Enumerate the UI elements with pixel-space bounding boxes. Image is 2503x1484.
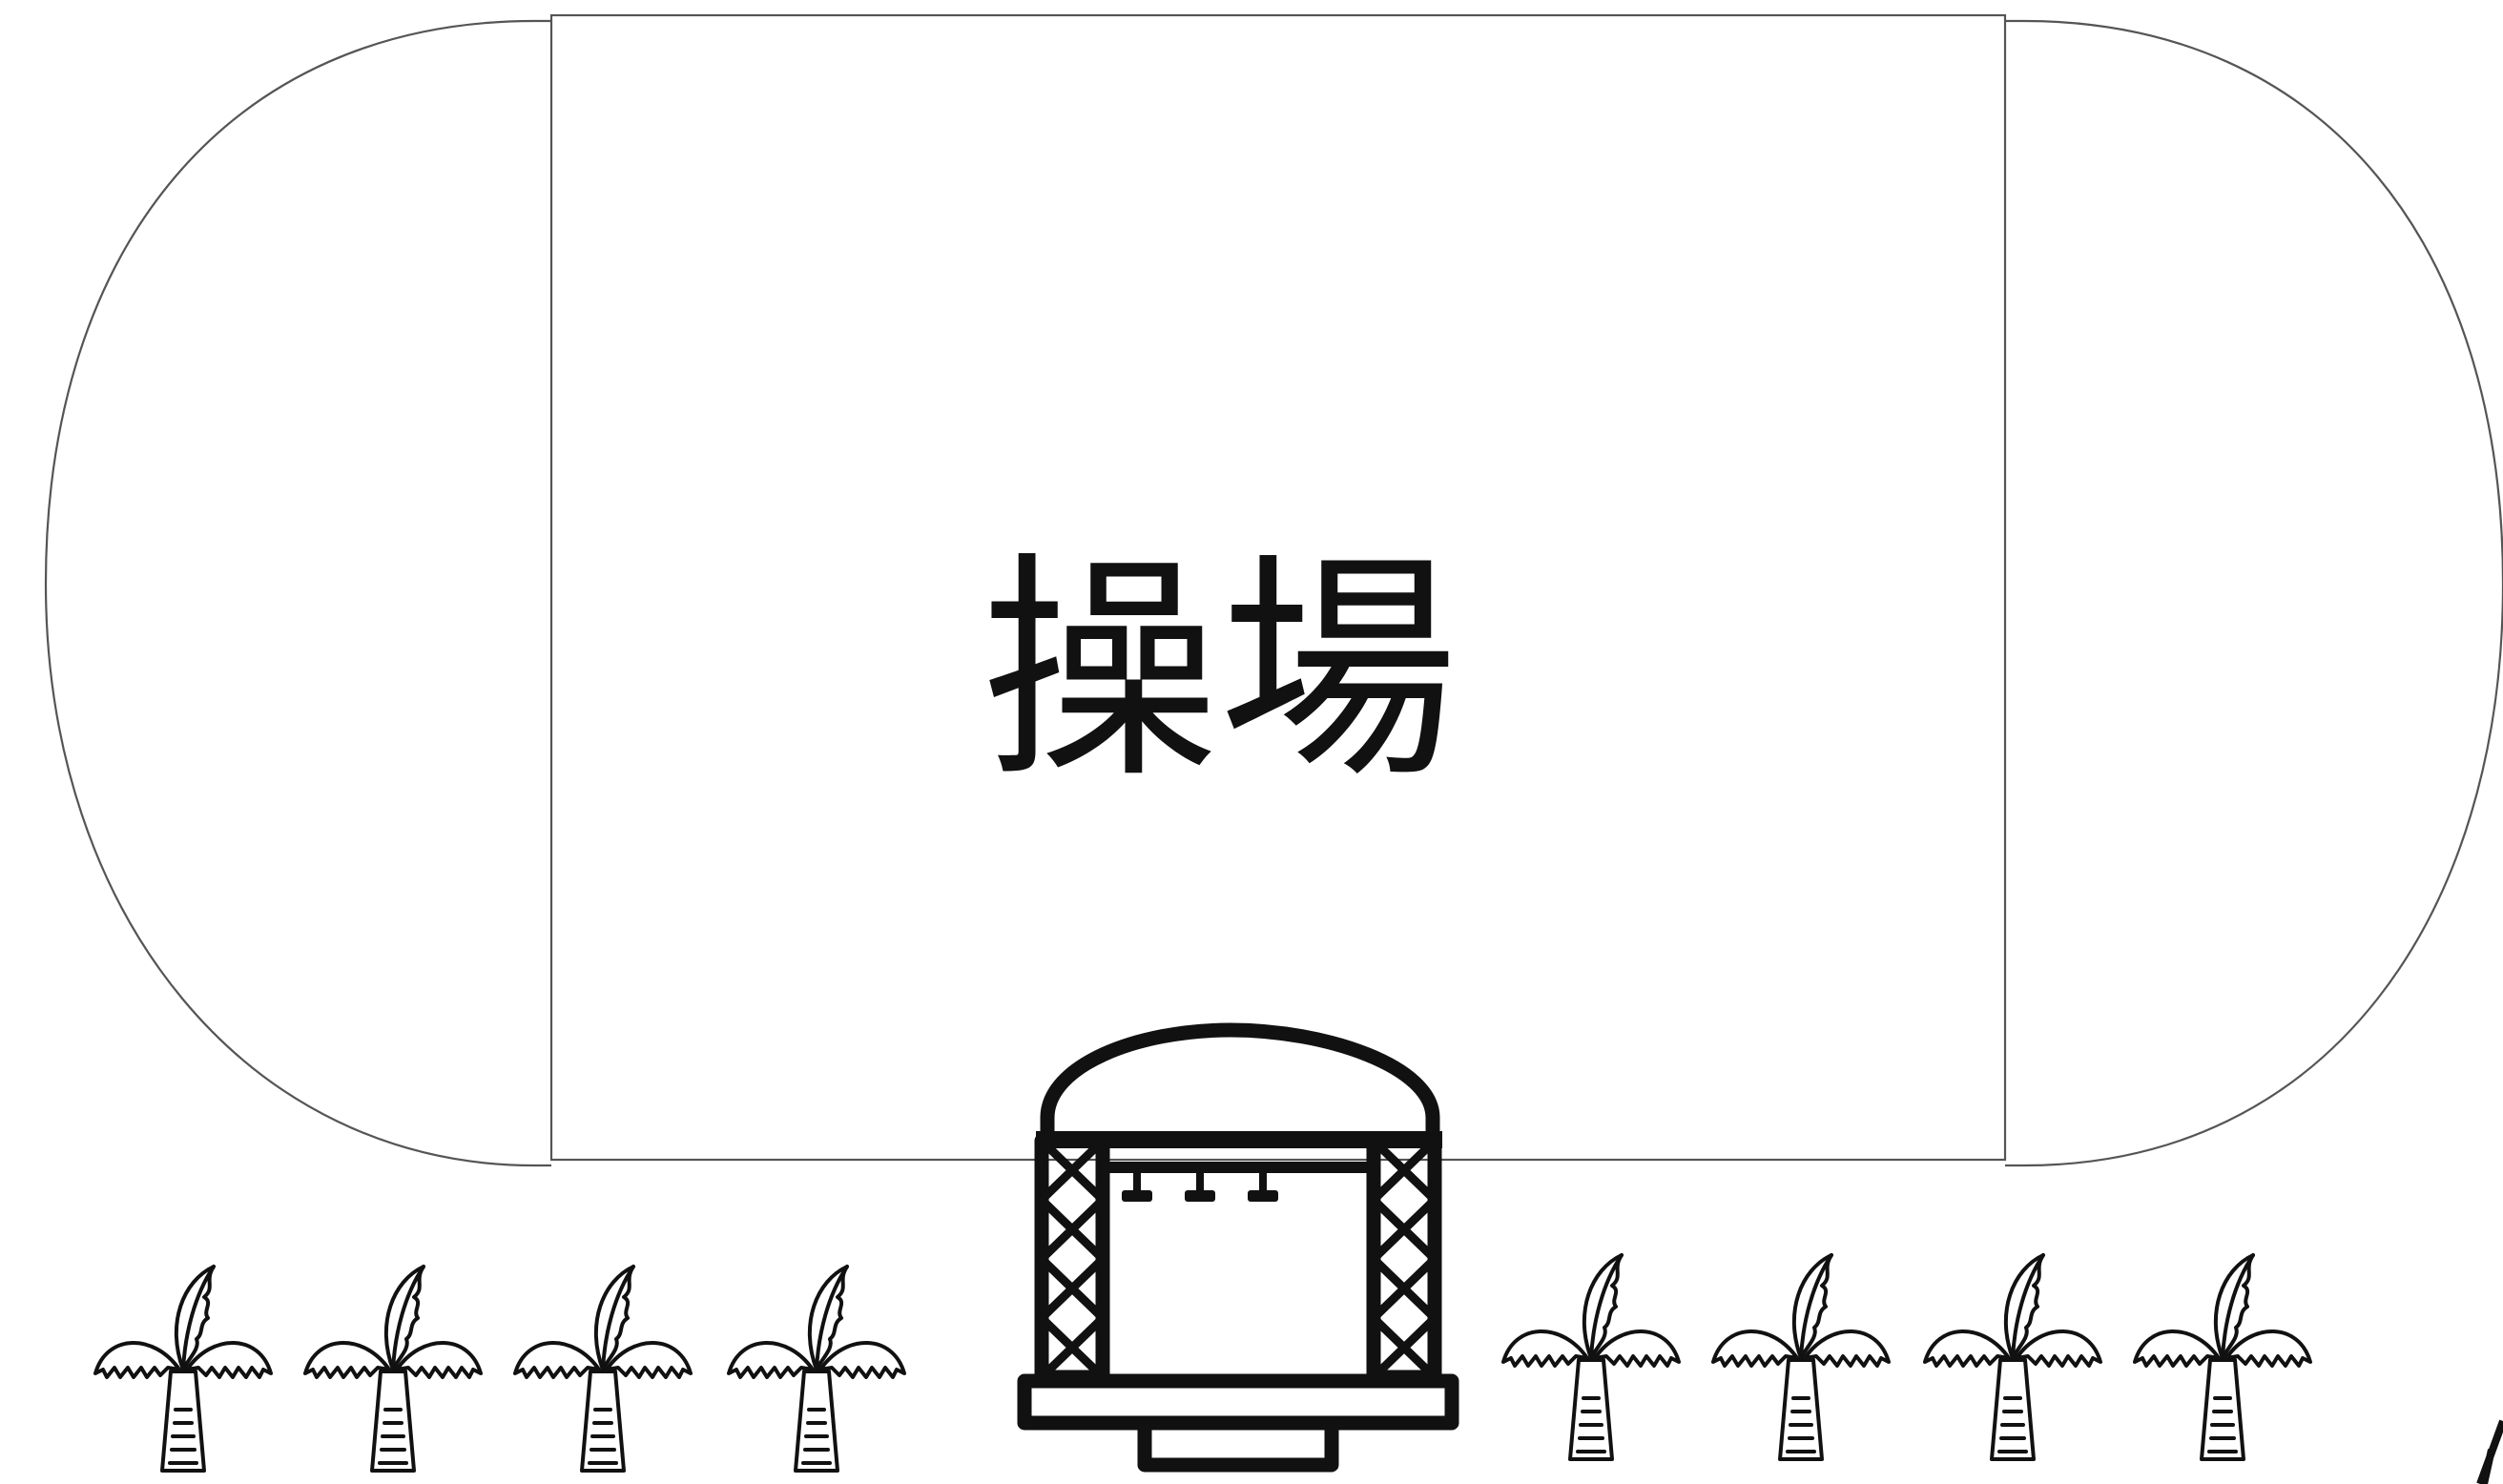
palm-tree-icon	[1711, 1253, 1891, 1461]
palm-tree-icon	[93, 1265, 273, 1473]
corner-edge-mark	[2476, 1419, 2503, 1484]
palm-tree-icon	[1923, 1253, 2102, 1461]
palm-tree-icon	[513, 1265, 693, 1473]
track-left-curve	[44, 19, 551, 1167]
sports-field	[549, 13, 2007, 1162]
palm-tree-icon	[727, 1265, 906, 1473]
palm-tree-icon	[303, 1265, 483, 1473]
palm-tree-icon	[1501, 1253, 1681, 1461]
palm-tree-icon	[2133, 1253, 2312, 1461]
field-label: 操場	[981, 532, 1458, 810]
track-right-curve	[2005, 19, 2503, 1167]
stage-icon	[1017, 1022, 1459, 1473]
